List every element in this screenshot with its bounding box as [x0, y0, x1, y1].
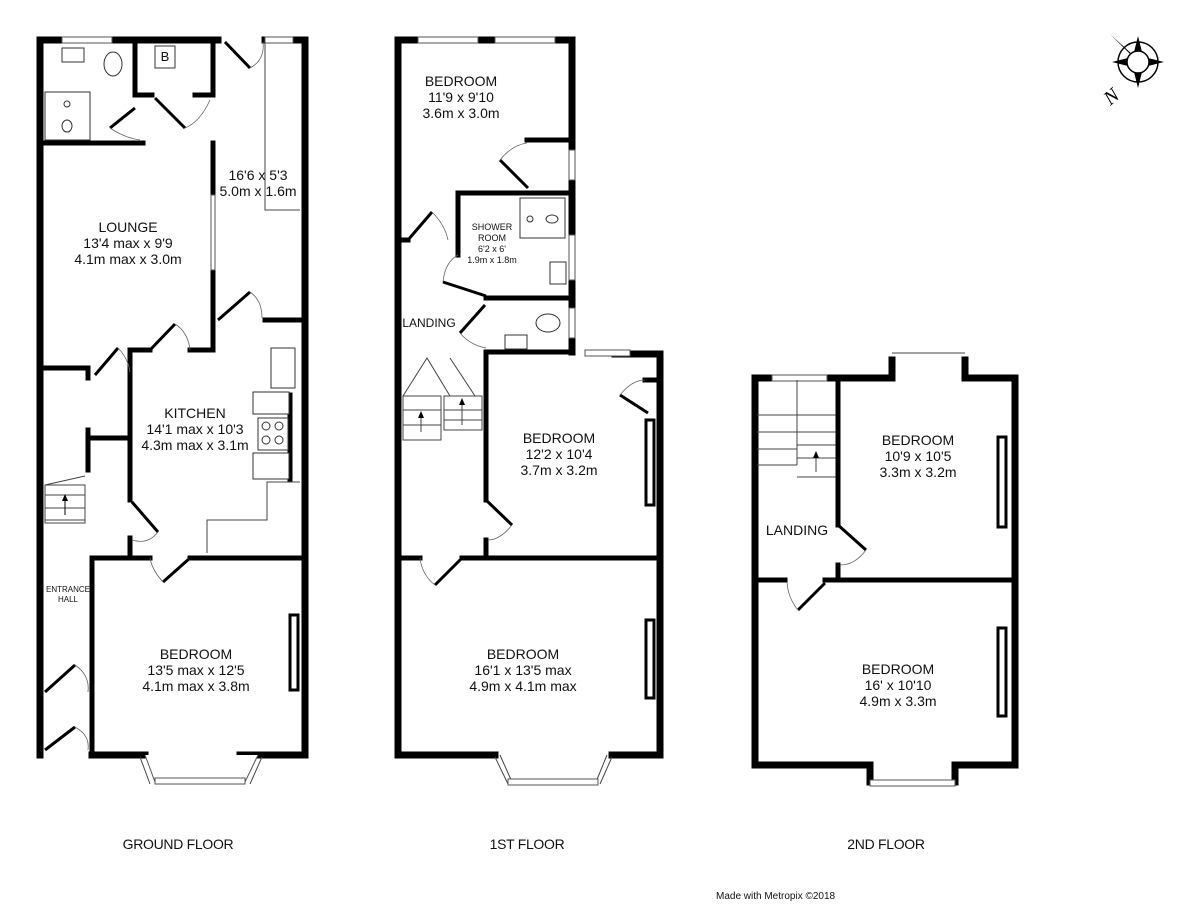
- room-label-shower-room: SHOWER ROOM 6'2 x 6' 1.9m x 1.8m: [467, 222, 517, 266]
- room-size-imperial: 12'2 x 10'4: [525, 446, 593, 462]
- room-name: BEDROOM: [861, 661, 935, 677]
- room-name: BEDROOM: [486, 646, 560, 662]
- room-size-imperial: 16'6 x 5'3: [228, 167, 288, 183]
- room-size-metric: 4.1m max x 3.8m: [142, 678, 250, 694]
- room-name: BEDROOM: [159, 646, 233, 662]
- first-floor-plan: [394, 36, 664, 786]
- room-size-imperial: 6'2 x 6': [478, 244, 506, 254]
- north-label: N: [1099, 83, 1125, 110]
- room-size-metric: 3.7m x 3.2m: [520, 462, 598, 478]
- room-name: BEDROOM: [881, 432, 955, 448]
- floor-title-second: 2ND FLOOR: [847, 836, 925, 852]
- room-size-metric: 1.9m x 1.8m: [467, 255, 517, 265]
- room-size-metric: 4.9m x 3.3m: [859, 693, 937, 709]
- room-label-first-bedroom-1: BEDROOM 11'9 x 9'10 3.6m x 3.0m: [422, 73, 499, 121]
- floor-title-first: 1ST FLOOR: [489, 836, 565, 852]
- room-label-first-bedroom-2: BEDROOM 12'2 x 10'4 3.7m x 3.2m: [520, 430, 597, 478]
- room-name-line1: ENTRANCE: [45, 585, 91, 594]
- compass-rose-icon: N: [1099, 34, 1166, 110]
- room-label-second-landing: LANDING: [765, 522, 829, 538]
- room-size-metric: 3.6m x 3.0m: [422, 105, 500, 121]
- credit-text: Made with Metropix ©2018: [716, 891, 836, 902]
- room-label-hallway: 16'6 x 5'3 5.0m x 1.6m: [219, 167, 296, 199]
- floor-title-ground: GROUND FLOOR: [122, 836, 234, 852]
- room-size-imperial: 13'5 max x 12'5: [147, 662, 245, 678]
- room-name: BEDROOM: [522, 430, 596, 446]
- room-size-metric: 4.9m x 4.1m max: [469, 678, 577, 694]
- room-label-first-bedroom-3: BEDROOM 16'1 x 13'5 max 4.9m x 4.1m max: [469, 646, 576, 694]
- room-label-entrance-hall: ENTRANCE HALL: [46, 585, 90, 605]
- ground-floor-plan: [36, 36, 309, 785]
- room-name-line2: HALL: [57, 595, 79, 604]
- room-label-first-landing: LANDING: [402, 316, 456, 330]
- room-label-second-bedroom-1: BEDROOM 10'9 x 10'5 3.3m x 3.2m: [879, 432, 956, 480]
- second-floor-plan: [751, 352, 1019, 787]
- room-label-second-bedroom-2: BEDROOM 16' x 10'10 4.9m x 3.3m: [859, 661, 936, 709]
- room-name: LOUNGE: [98, 219, 158, 235]
- boiler-label: B: [160, 49, 170, 64]
- room-size-metric: 4.3m max x 3.1m: [141, 437, 249, 453]
- room-size-metric: 5.0m x 1.6m: [219, 183, 297, 199]
- room-label-kitchen: KITCHEN 14'1 max x 10'3 4.3m max x 3.1m: [141, 405, 248, 453]
- room-size-imperial: 16'1 x 13'5 max: [474, 662, 572, 678]
- room-label-lounge: LOUNGE 13'4 max x 9'9 4.1m max x 3.0m: [74, 219, 181, 267]
- room-size-metric: 4.1m max x 3.0m: [74, 251, 182, 267]
- room-size-imperial: 11'9 x 9'10: [428, 89, 494, 105]
- room-name: KITCHEN: [164, 405, 226, 421]
- room-size-imperial: 16' x 10'10: [864, 677, 932, 693]
- room-size-imperial: 14'1 max x 10'3: [146, 421, 244, 437]
- room-name: BEDROOM: [424, 73, 498, 89]
- room-name-line2: ROOM: [478, 233, 506, 243]
- room-size-imperial: 10'9 x 10'5: [884, 448, 952, 464]
- room-label-ground-bedroom: BEDROOM 13'5 max x 12'5 4.1m max x 3.8m: [142, 646, 249, 694]
- room-size-metric: 3.3m x 3.2m: [879, 464, 957, 480]
- room-size-imperial: 13'4 max x 9'9: [83, 235, 173, 251]
- room-name-line1: SHOWER: [471, 222, 513, 232]
